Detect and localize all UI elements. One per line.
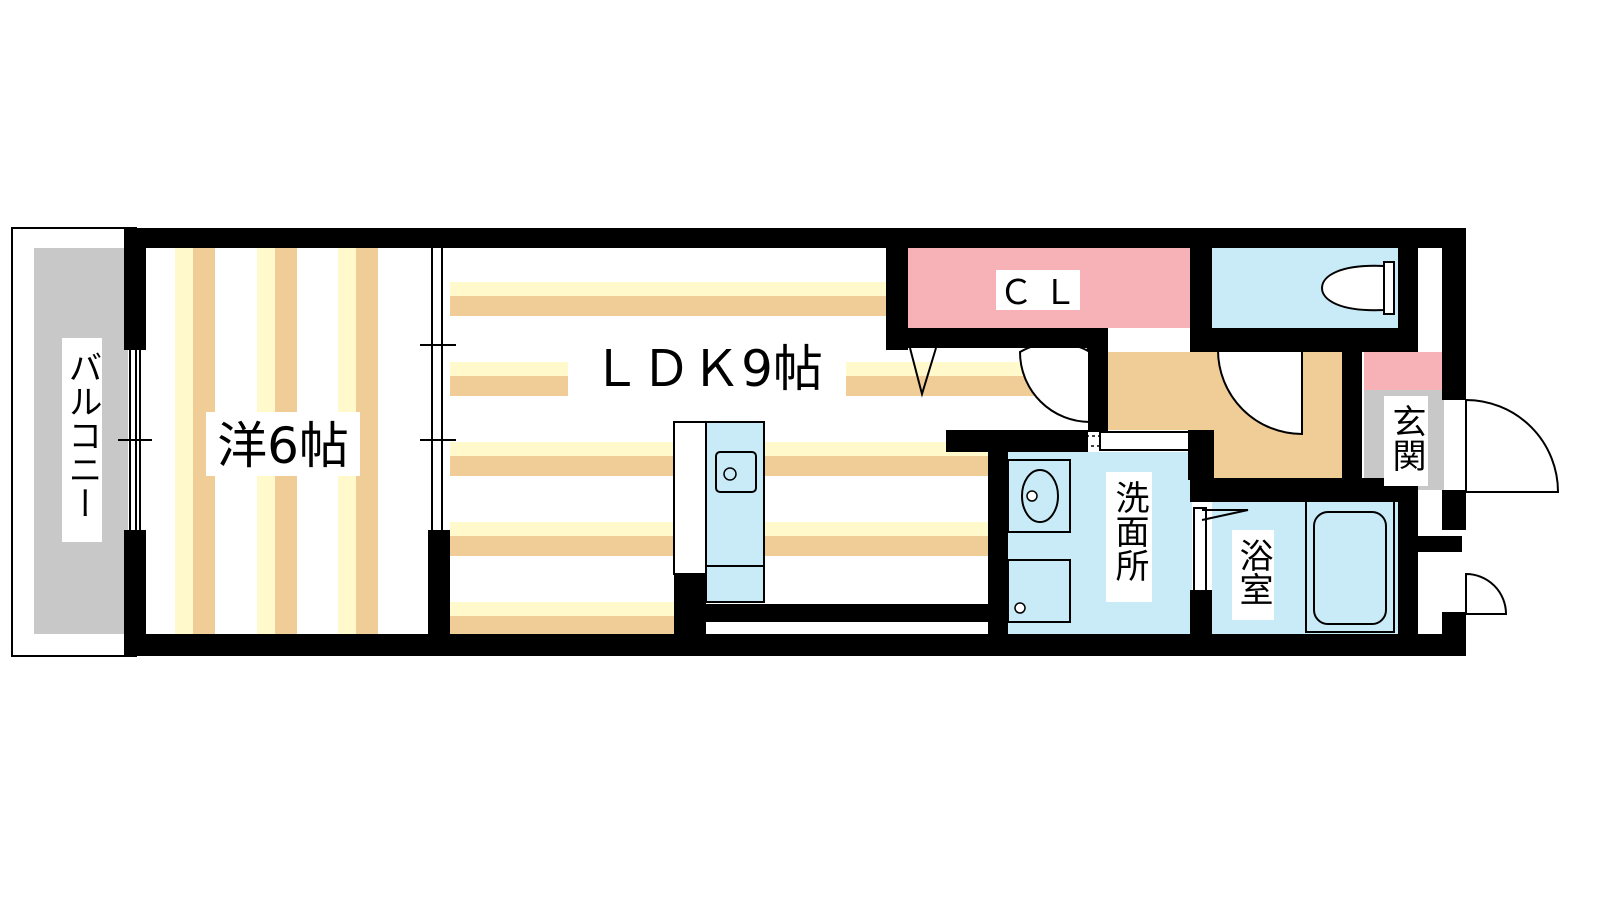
exterior-door-swing xyxy=(1465,572,1508,615)
windows xyxy=(118,248,456,530)
shoe-cabinet xyxy=(1364,352,1444,390)
balcony-label: バルコニー xyxy=(62,350,102,520)
toilet-icon xyxy=(1320,264,1385,312)
bathtub-icon xyxy=(1313,511,1387,625)
washroom-label: 洗面所 xyxy=(1109,480,1149,582)
ldk-door-swing xyxy=(1018,341,1091,424)
washroom xyxy=(1007,431,1192,634)
washbasin-icon xyxy=(1007,459,1071,533)
bathroom xyxy=(1193,499,1398,634)
western-room-floor xyxy=(145,245,430,635)
kitchen-counter xyxy=(673,421,765,603)
walls xyxy=(124,228,1466,656)
entrance-door-swing xyxy=(1465,398,1560,493)
entrance-label: 玄関 xyxy=(1386,404,1426,472)
bathroom-label: 浴室 xyxy=(1233,538,1273,606)
western-room-label: 洋6帖 xyxy=(217,417,349,475)
toilet-room xyxy=(1212,248,1398,328)
toilet-door-swing xyxy=(1217,349,1303,436)
closet-label: ＣＬ xyxy=(999,273,1087,313)
ldk-label: ＬＤＫ9帖 xyxy=(591,340,823,398)
balcony-area xyxy=(11,227,137,657)
